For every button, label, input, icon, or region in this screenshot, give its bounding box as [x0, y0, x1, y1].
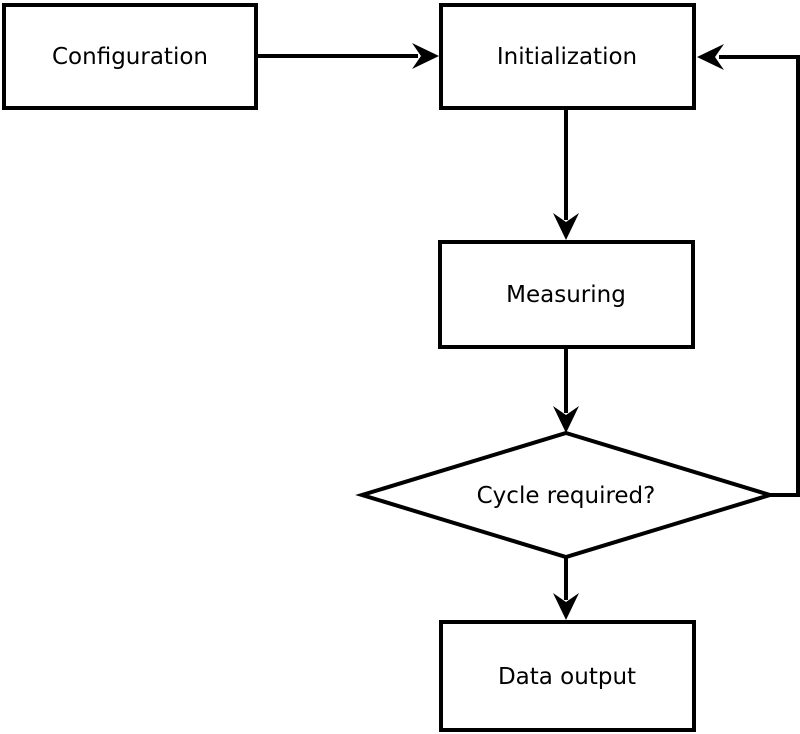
- edge-configuration-to-initialization: [258, 43, 439, 69]
- arrowhead-left-icon: [697, 44, 724, 70]
- edge-cycle-required-to-data-output: [553, 555, 579, 620]
- arrowhead-down-icon: [553, 406, 579, 433]
- node-configuration: Configuration: [2, 3, 258, 110]
- measuring-box: [438, 240, 695, 349]
- arrowhead-right-icon: [412, 43, 439, 69]
- configuration-box: [2, 3, 258, 110]
- cycle-required-diamond: [355, 430, 777, 560]
- initialization-box: [439, 3, 696, 110]
- arrowhead-down-icon: [553, 213, 579, 240]
- configuration-label: Configuration: [52, 44, 208, 70]
- edge-initialization-to-measuring: [553, 108, 579, 240]
- edge-cycle-required-to-initialization-loop: [697, 44, 800, 497]
- node-measuring: Measuring: [438, 240, 695, 349]
- node-cycle-required: Cycle required?: [355, 430, 777, 560]
- node-data-output: Data output: [439, 620, 696, 732]
- node-initialization: Initialization: [439, 3, 696, 110]
- measuring-label: Measuring: [506, 282, 626, 308]
- data-output-label: Data output: [498, 664, 636, 690]
- edge-measuring-to-cycle-required: [553, 347, 579, 433]
- cycle-required-label: Cycle required?: [477, 483, 656, 509]
- initialization-label: Initialization: [497, 44, 637, 70]
- data-output-box: [439, 620, 696, 732]
- arrowhead-down-icon: [553, 593, 579, 620]
- edge-line: [719, 55, 800, 497]
